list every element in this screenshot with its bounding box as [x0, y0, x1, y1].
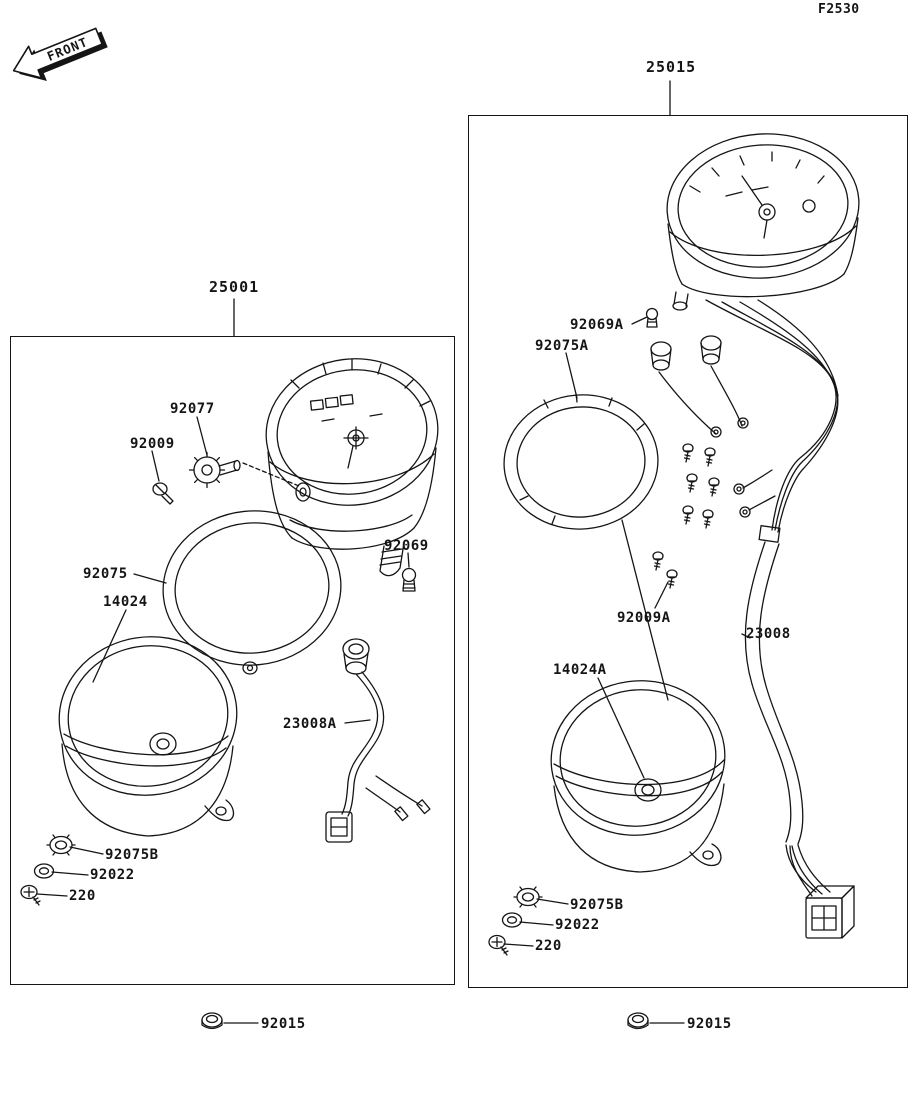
part-label-14024A: 14024A: [553, 662, 607, 678]
part-label-92069: 92069: [384, 538, 429, 554]
assembly-label-25001: 25001: [209, 278, 260, 296]
box-label-pointers: [233, 80, 671, 337]
wiring-drawing: [650, 299, 855, 939]
assembly-art-25015: [488, 133, 860, 956]
speedometer-drawing: [666, 133, 860, 311]
bolt-drawing-right: [627, 1012, 649, 1030]
screw-set-drawing: [652, 443, 720, 589]
front-arrow-shape: [12, 27, 103, 79]
part-label-92077: 92077: [170, 401, 215, 417]
meter-cup-drawing: [550, 680, 726, 873]
part-label-220-left: 220: [69, 888, 96, 904]
mount-hardware-drawing: [488, 886, 543, 956]
figure-code: F2530: [818, 2, 860, 17]
part-label-220-right: 220: [535, 938, 562, 954]
speedometer-drawing: [265, 358, 439, 577]
part-label-92015-right: 92015: [687, 1016, 732, 1032]
part-label-23008: 23008: [746, 626, 791, 642]
screw-drawing: [152, 482, 174, 505]
harness-drawing: [325, 638, 431, 843]
part-label-92009A: 92009A: [617, 610, 671, 626]
part-label-92075A: 92075A: [535, 338, 589, 354]
part-label-14024: 14024: [103, 594, 148, 610]
part-label-92022-left: 92022: [90, 867, 135, 883]
front-arrow-icon: FRONT: [12, 27, 108, 82]
part-label-92015-left: 92015: [261, 1016, 306, 1032]
leader-lines-right: [503, 316, 751, 947]
meter-cup-drawing: [58, 636, 238, 837]
assembly-box-25015: [468, 115, 908, 988]
part-label-23008A: 23008A: [283, 716, 337, 732]
leader-lines-left: [36, 416, 410, 897]
gear-drawing: [188, 451, 300, 489]
bezel-ring-drawing: [503, 393, 669, 701]
bulb-drawing: [401, 567, 417, 592]
part-label-92009: 92009: [130, 436, 175, 452]
part-label-92075: 92075: [83, 566, 128, 582]
bezel-ring-drawing: [162, 510, 342, 675]
bolt-drawing-left: [201, 1012, 223, 1030]
assembly-art-25001: [20, 358, 439, 906]
assembly-box-25001: [10, 336, 455, 985]
part-label-92069A: 92069A: [570, 317, 624, 333]
bulb-drawing: [645, 307, 659, 328]
part-label-92075B-left: 92075B: [105, 847, 159, 863]
part-label-92075B-right: 92075B: [570, 897, 624, 913]
assembly-label-25015: 25015: [646, 58, 697, 76]
mount-hardware-drawing: [20, 834, 76, 906]
part-label-92022-right: 92022: [555, 917, 600, 933]
